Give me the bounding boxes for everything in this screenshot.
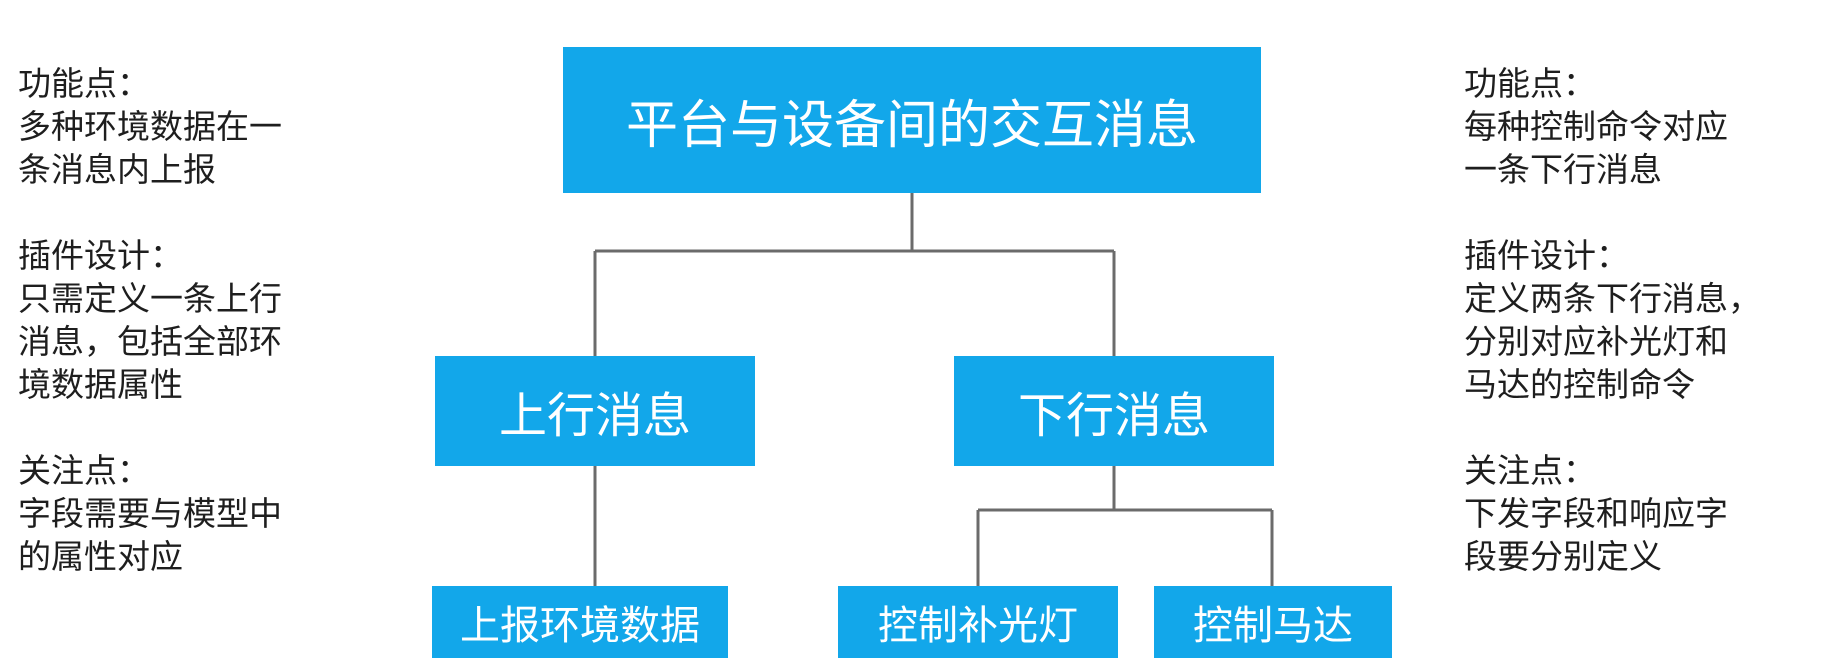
control-light-node: 控制补光灯 <box>838 586 1118 658</box>
right-plugin-section: 插件设计： 定义两条下行消息， 分别对应补光灯和 马达的控制命令 <box>1464 234 1834 406</box>
uplink-node: 上行消息 <box>435 356 755 466</box>
left-function-text-1: 多种环境数据在一 <box>18 107 282 146</box>
right-focus-text-2: 段要分别定义 <box>1464 537 1662 576</box>
right-focus-text-1: 下发字段和响应字 <box>1464 494 1728 533</box>
left-plugin-section: 插件设计： 只需定义一条上行 消息，包括全部环 境数据属性 <box>18 234 338 406</box>
left-focus-heading: 关注点： <box>18 451 150 490</box>
left-function-text-2: 条消息内上报 <box>18 150 216 189</box>
right-focus-heading: 关注点： <box>1464 451 1596 490</box>
report-env-node: 上报环境数据 <box>432 586 728 658</box>
left-function-heading: 功能点： <box>18 64 150 103</box>
left-plugin-text-3: 境数据属性 <box>18 365 183 404</box>
left-focus-text-1: 字段需要与模型中 <box>18 494 282 533</box>
right-function-section: 功能点： 每种控制命令对应 一条下行消息 <box>1464 62 1834 191</box>
right-plugin-text-2: 分别对应补光灯和 <box>1464 322 1728 361</box>
left-plugin-text-1: 只需定义一条上行 <box>18 279 282 318</box>
root-node: 平台与设备间的交互消息 <box>563 47 1261 193</box>
right-plugin-text-1: 定义两条下行消息， <box>1464 279 1761 318</box>
left-focus-section: 关注点： 字段需要与模型中 的属性对应 <box>18 449 338 578</box>
right-focus-section: 关注点： 下发字段和响应字 段要分别定义 <box>1464 449 1834 578</box>
downlink-node: 下行消息 <box>954 356 1274 466</box>
right-plugin-heading: 插件设计： <box>1464 236 1629 275</box>
left-function-section: 功能点： 多种环境数据在一 条消息内上报 <box>18 62 338 191</box>
left-annotation-panel: 功能点： 多种环境数据在一 条消息内上报 插件设计： 只需定义一条上行 消息，包… <box>18 62 338 621</box>
right-annotation-panel: 功能点： 每种控制命令对应 一条下行消息 插件设计： 定义两条下行消息， 分别对… <box>1464 62 1834 621</box>
left-focus-text-2: 的属性对应 <box>18 537 183 576</box>
right-function-text-2: 一条下行消息 <box>1464 150 1662 189</box>
right-function-text-1: 每种控制命令对应 <box>1464 107 1728 146</box>
right-function-heading: 功能点： <box>1464 64 1596 103</box>
right-plugin-text-3: 马达的控制命令 <box>1464 365 1695 404</box>
left-plugin-text-2: 消息，包括全部环 <box>18 322 282 361</box>
left-plugin-heading: 插件设计： <box>18 236 183 275</box>
control-motor-node: 控制马达 <box>1154 586 1392 658</box>
